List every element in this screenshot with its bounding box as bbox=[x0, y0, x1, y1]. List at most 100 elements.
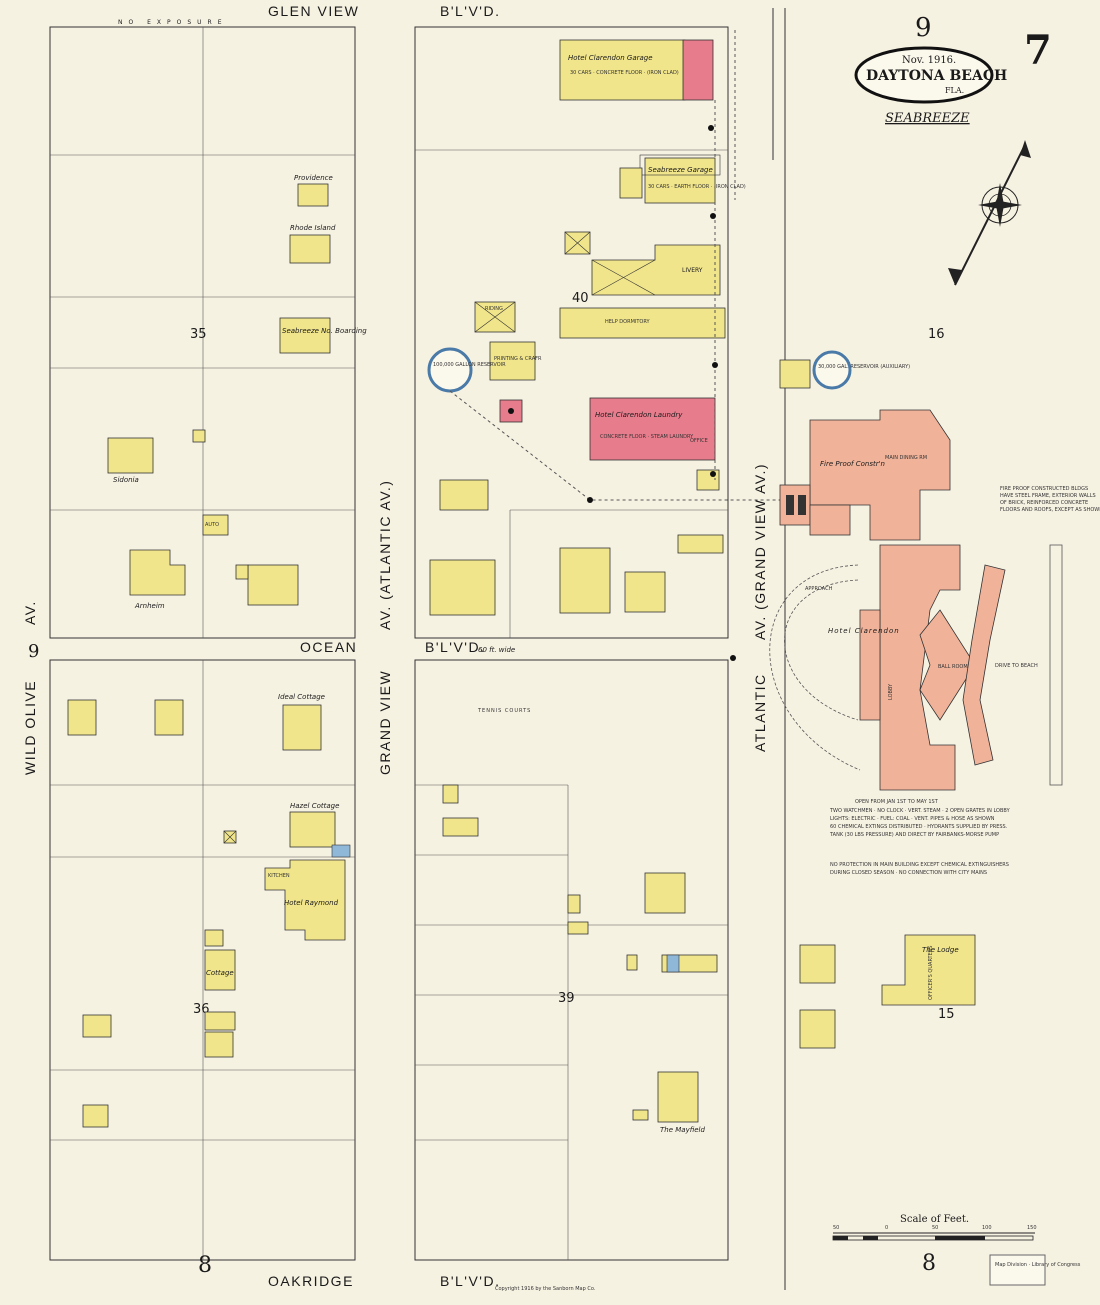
ideal-cottage bbox=[282, 704, 322, 751]
approach-label: APPROACH bbox=[805, 586, 833, 592]
livery-label: LIVERY bbox=[682, 267, 703, 274]
lot-lines bbox=[50, 27, 728, 1260]
copyright-notice: Copyright 1916 by the Sanborn Map Co. bbox=[495, 1286, 596, 1292]
hotel-raymond bbox=[264, 859, 346, 941]
the-lodge bbox=[881, 934, 976, 1006]
adjoining-sheet-bottom: 8 bbox=[922, 1251, 936, 1276]
the-mayfield-label: The Mayfield bbox=[660, 1126, 705, 1134]
providence-house bbox=[297, 183, 329, 207]
svg-text:DURING CLOSED SEASON · NO CONN: DURING CLOSED SEASON · NO CONNECTION WIT… bbox=[830, 870, 987, 876]
svg-text:60 CHEMICAL EXTINGS DISTRIBUTE: 60 CHEMICAL EXTINGS DISTRIBUTED · HYDRAN… bbox=[830, 824, 1008, 830]
clarendon-east-wing bbox=[962, 564, 1006, 766]
reservoir-large-label: 100,000 GALLON RESERVOIR bbox=[433, 362, 506, 368]
clarendon-garage-note: 30 CARS · CONCRETE FLOOR · (IRON CLAD) bbox=[570, 70, 679, 76]
svg-text:50: 50 bbox=[833, 1225, 839, 1231]
dwelling-e bbox=[677, 534, 724, 554]
sidonia-house bbox=[107, 437, 154, 474]
arnheim-label: Arnheim bbox=[134, 602, 165, 610]
auto-label-35: AUTO bbox=[205, 522, 219, 528]
seabreeze-garage bbox=[644, 157, 716, 204]
block-40-outline bbox=[414, 26, 729, 639]
help-dormitory bbox=[559, 307, 726, 339]
water-pipes bbox=[449, 30, 780, 661]
svg-text:0: 0 bbox=[885, 1225, 888, 1231]
lobby-label: LOBBY bbox=[888, 683, 894, 700]
rhode-island-house bbox=[289, 234, 331, 264]
dwelling-36-a bbox=[67, 699, 97, 736]
reservoir-small-label: 30,000 GAL. RESERVOIR (AUXILIARY) bbox=[818, 364, 910, 370]
svg-text:FLOORS AND ROOFS, EXCEPT AS SH: FLOORS AND ROOFS, EXCEPT AS SHOWN bbox=[1000, 507, 1100, 513]
compass-icon bbox=[948, 140, 1031, 286]
district-name: SEABREEZE bbox=[885, 111, 970, 126]
cottage-36 bbox=[204, 949, 236, 991]
block-36-buildings: Ideal Cottage Hazel Cottage KITCHEN Hote… bbox=[67, 693, 351, 1128]
dwelling-d bbox=[624, 571, 666, 613]
dwelling-c bbox=[559, 547, 611, 614]
the-mayfield bbox=[657, 1071, 699, 1123]
block-number-15: 15 bbox=[938, 1007, 955, 1022]
adjoining-sheet-top: 9 bbox=[915, 13, 932, 43]
hotel-clarendon-label: Hotel Clarendon bbox=[828, 627, 900, 635]
hazel-cottage bbox=[289, 811, 336, 848]
dwelling-39-a bbox=[644, 872, 686, 914]
arnheim-house bbox=[129, 549, 186, 596]
officers-quarters-label: OFFICER'S QUARTERS bbox=[928, 946, 934, 1000]
scale-label: Scale of Feet. bbox=[900, 1214, 969, 1225]
street-av-grand-view: AV. (GRAND VIEW AV.) bbox=[752, 463, 768, 640]
block-number-40: 40 bbox=[572, 291, 589, 306]
hotel-raymond-kitchen: KITCHEN bbox=[268, 873, 290, 879]
the-lodge-label: The Lodge bbox=[922, 946, 959, 954]
seabreeze-no-label: Seabreeze No. Boarding bbox=[282, 327, 367, 335]
drive-to-beach-label: DRIVE TO BEACH bbox=[995, 663, 1038, 669]
library-stamp: Map Division · Library of Congress bbox=[989, 1254, 1081, 1286]
block-numbers: 35 40 16 36 39 15 bbox=[190, 291, 955, 1022]
block-35-buildings: Providence Rhode Island Seabreeze No. Bo… bbox=[107, 174, 367, 610]
ideal-cottage-label: Ideal Cottage bbox=[278, 693, 325, 701]
hazel-cottage-label: Hazel Cottage bbox=[290, 802, 339, 810]
title-cartouche: 9 7 Nov. 1916. DAYTONA BEACH FLA. SEABRE… bbox=[854, 13, 1052, 126]
svg-text:OF BRICK, REINFORCED CONCRETE: OF BRICK, REINFORCED CONCRETE bbox=[1000, 500, 1088, 506]
dwelling-36-b bbox=[154, 699, 184, 736]
adjoining-sheet-bottom-left: 8 bbox=[198, 1253, 212, 1278]
dwelling-36-d bbox=[82, 1104, 109, 1128]
street-grand-view: GRAND VIEW bbox=[377, 670, 393, 775]
auto-shed-39 bbox=[567, 921, 589, 935]
street-ocean: OCEAN bbox=[300, 639, 357, 655]
ball-room-label: BALL ROOM bbox=[938, 664, 968, 670]
reservoir-100000 bbox=[427, 347, 473, 393]
seabreeze-garage-note: 30 CARS · EARTH FLOOR · (IRON CLAD) bbox=[648, 184, 746, 190]
dwelling-15-b bbox=[799, 1009, 836, 1049]
street-width-note: 60 ft. wide bbox=[478, 646, 515, 654]
street-oakridge: OAKRIDGE bbox=[268, 1273, 354, 1289]
city-name: DAYTONA BEACH bbox=[866, 68, 1007, 84]
printing-label: PRINTING & CRAFR bbox=[494, 356, 542, 362]
street-wild-olive: WILD OLIVE bbox=[22, 680, 38, 775]
hotel-raymond-label: Hotel Raymond bbox=[284, 899, 339, 907]
block-35-outline bbox=[49, 26, 356, 639]
hotel-clarendon-complex: 30,000 GAL. RESERVOIR (AUXILIARY) Fire P… bbox=[769, 350, 1100, 876]
title-oval bbox=[854, 46, 994, 104]
state-name: FLA. bbox=[945, 86, 964, 95]
seabreeze-no-boarding bbox=[279, 317, 331, 354]
clarendon-north-wing bbox=[809, 409, 951, 541]
tennis-courts-label: TENNIS COURTS bbox=[477, 708, 531, 714]
street-wild-olive-av: AV. bbox=[22, 600, 38, 625]
ocean-edge-strip bbox=[1049, 544, 1063, 786]
fireproof-note: FIRE PROOF CONSTRUCTED BLDGS bbox=[1000, 486, 1088, 492]
street-blvd-mid: B'L'V'D. bbox=[425, 639, 485, 655]
reservoir-30000 bbox=[812, 350, 852, 390]
providence-label: Providence bbox=[294, 174, 333, 182]
block-39-buildings: TENNIS COURTS The Mayfield bbox=[442, 708, 718, 1134]
block-number-39: 39 bbox=[558, 991, 575, 1006]
svg-text:TWO WATCHMEN · NO CLOCK · VERT: TWO WATCHMEN · NO CLOCK · VERT. STEAM · … bbox=[829, 808, 1011, 814]
dwelling-36-c bbox=[82, 1014, 112, 1038]
sheet-number: 7 bbox=[1024, 27, 1052, 74]
street-glen-view: GLEN VIEW bbox=[268, 3, 359, 19]
svg-text:NO PROTECTION IN MAIN BUILDING: NO PROTECTION IN MAIN BUILDING EXCEPT CH… bbox=[830, 862, 1009, 868]
riding-label: RIDING bbox=[485, 306, 503, 312]
rhode-island-label: Rhode Island bbox=[290, 224, 336, 232]
laundry-office-label: OFFICE bbox=[690, 438, 708, 444]
svg-text:150: 150 bbox=[1027, 1225, 1037, 1231]
block-36-outline bbox=[49, 659, 356, 1261]
scale-bar: Scale of Feet. 50 0 50 100 150 bbox=[832, 1214, 1037, 1241]
